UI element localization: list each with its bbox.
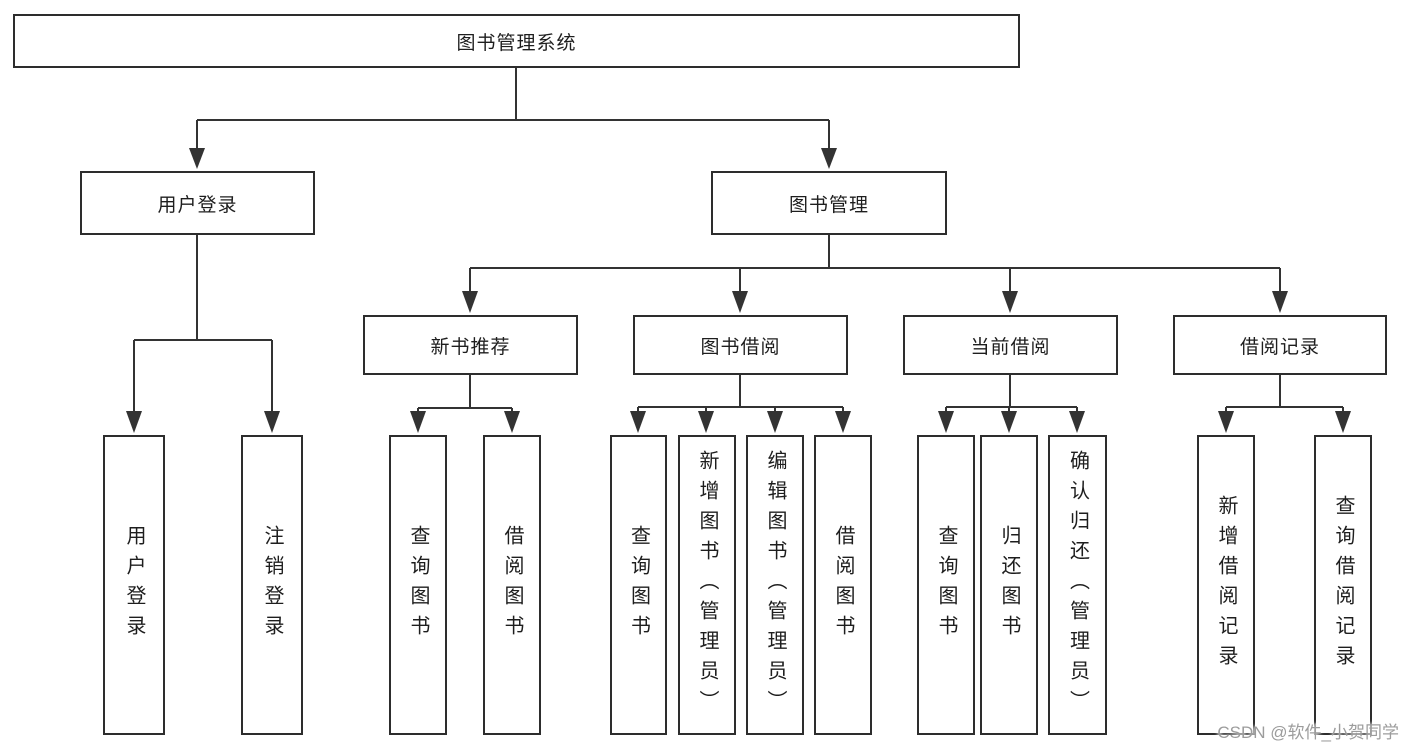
node-leaf-return-books-label: 归还图书 bbox=[998, 525, 1020, 645]
node-leaf-borrowing-borrow-books-label: 借阅图书 bbox=[832, 525, 854, 645]
node-current-borrowing: 当前借阅 bbox=[903, 315, 1118, 375]
node-user-login: 用户登录 bbox=[80, 171, 315, 235]
connector-newbookrec-to-leaves bbox=[410, 375, 520, 433]
connector-borrowrecord-to-leaves bbox=[1218, 375, 1351, 433]
node-current-borrowing-label: 当前借阅 bbox=[970, 336, 1051, 358]
node-leaf-add-books-admin-label: 新增图书（管理员） bbox=[696, 450, 718, 720]
connector-currentborrow-to-leaves bbox=[938, 375, 1085, 433]
node-root-label: 图书管理系统 bbox=[456, 32, 577, 54]
connector-root-to-level2 bbox=[189, 67, 837, 169]
node-book-borrowing-label: 图书借阅 bbox=[700, 336, 781, 358]
node-new-book-recommend: 新书推荐 bbox=[363, 315, 578, 375]
node-user-login-label: 用户登录 bbox=[157, 194, 238, 216]
node-leaf-query-borrow-record-label: 查询借阅记录 bbox=[1332, 495, 1354, 675]
node-leaf-recommend-query-books: 查询图书 bbox=[389, 435, 447, 735]
node-leaf-add-books-admin: 新增图书（管理员） bbox=[678, 435, 736, 735]
node-leaf-edit-books-admin-label: 编辑图书（管理员） bbox=[764, 450, 786, 720]
node-book-management: 图书管理 bbox=[711, 171, 947, 235]
node-leaf-user-login-label: 用户登录 bbox=[123, 525, 145, 645]
node-leaf-current-query-books: 查询图书 bbox=[917, 435, 975, 735]
node-leaf-recommend-borrow-books-label: 借阅图书 bbox=[501, 525, 523, 645]
node-leaf-recommend-query-books-label: 查询图书 bbox=[407, 525, 429, 645]
node-borrowing-records-label: 借阅记录 bbox=[1239, 336, 1320, 358]
node-leaf-logout-label: 注销登录 bbox=[261, 525, 283, 645]
node-leaf-edit-books-admin: 编辑图书（管理员） bbox=[746, 435, 804, 735]
node-borrowing-records: 借阅记录 bbox=[1173, 315, 1387, 375]
node-leaf-logout: 注销登录 bbox=[241, 435, 303, 735]
node-leaf-borrowing-borrow-books: 借阅图书 bbox=[814, 435, 872, 735]
node-leaf-query-borrow-record: 查询借阅记录 bbox=[1314, 435, 1372, 735]
node-leaf-confirm-return-admin-label: 确认归还（管理员） bbox=[1066, 450, 1089, 720]
connector-bookmgmt-to-level3 bbox=[462, 235, 1288, 313]
connector-bookborrow-to-leaves bbox=[630, 375, 851, 433]
node-leaf-confirm-return-admin: 确认归还（管理员） bbox=[1048, 435, 1107, 735]
csdn-watermark: CSDN @软件_小贺同学 bbox=[1217, 723, 1399, 742]
node-leaf-recommend-borrow-books: 借阅图书 bbox=[483, 435, 541, 735]
node-new-book-recommend-label: 新书推荐 bbox=[430, 336, 511, 358]
node-leaf-current-query-books-label: 查询图书 bbox=[935, 525, 957, 645]
node-leaf-user-login: 用户登录 bbox=[103, 435, 165, 735]
node-leaf-borrowing-query-books-label: 查询图书 bbox=[627, 525, 650, 645]
connector-userlogin-to-leaves bbox=[126, 235, 280, 433]
node-book-management-label: 图书管理 bbox=[788, 194, 869, 216]
node-root: 图书管理系统 bbox=[13, 14, 1020, 68]
node-book-borrowing: 图书借阅 bbox=[633, 315, 848, 375]
node-leaf-return-books: 归还图书 bbox=[980, 435, 1038, 735]
node-leaf-add-borrow-record: 新增借阅记录 bbox=[1197, 435, 1255, 735]
node-leaf-borrowing-query-books: 查询图书 bbox=[610, 435, 667, 735]
node-leaf-add-borrow-record-label: 新增借阅记录 bbox=[1215, 495, 1237, 675]
